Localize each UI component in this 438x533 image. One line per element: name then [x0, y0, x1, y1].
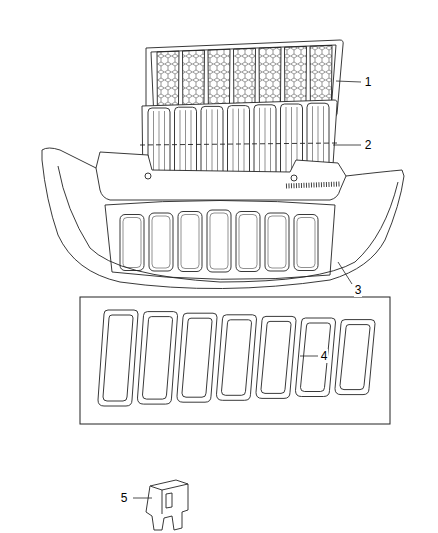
kit-box [80, 297, 390, 424]
retainer-clip [146, 480, 188, 530]
callout-number: 1 [364, 75, 373, 89]
callout-number: 5 [120, 491, 129, 505]
grille-assembly [42, 148, 404, 289]
bezel-rings [98, 310, 375, 406]
callout-number: 4 [320, 349, 329, 363]
leader-lines [133, 81, 361, 498]
callout-number: 2 [364, 138, 373, 152]
callout-number: 3 [354, 283, 363, 297]
